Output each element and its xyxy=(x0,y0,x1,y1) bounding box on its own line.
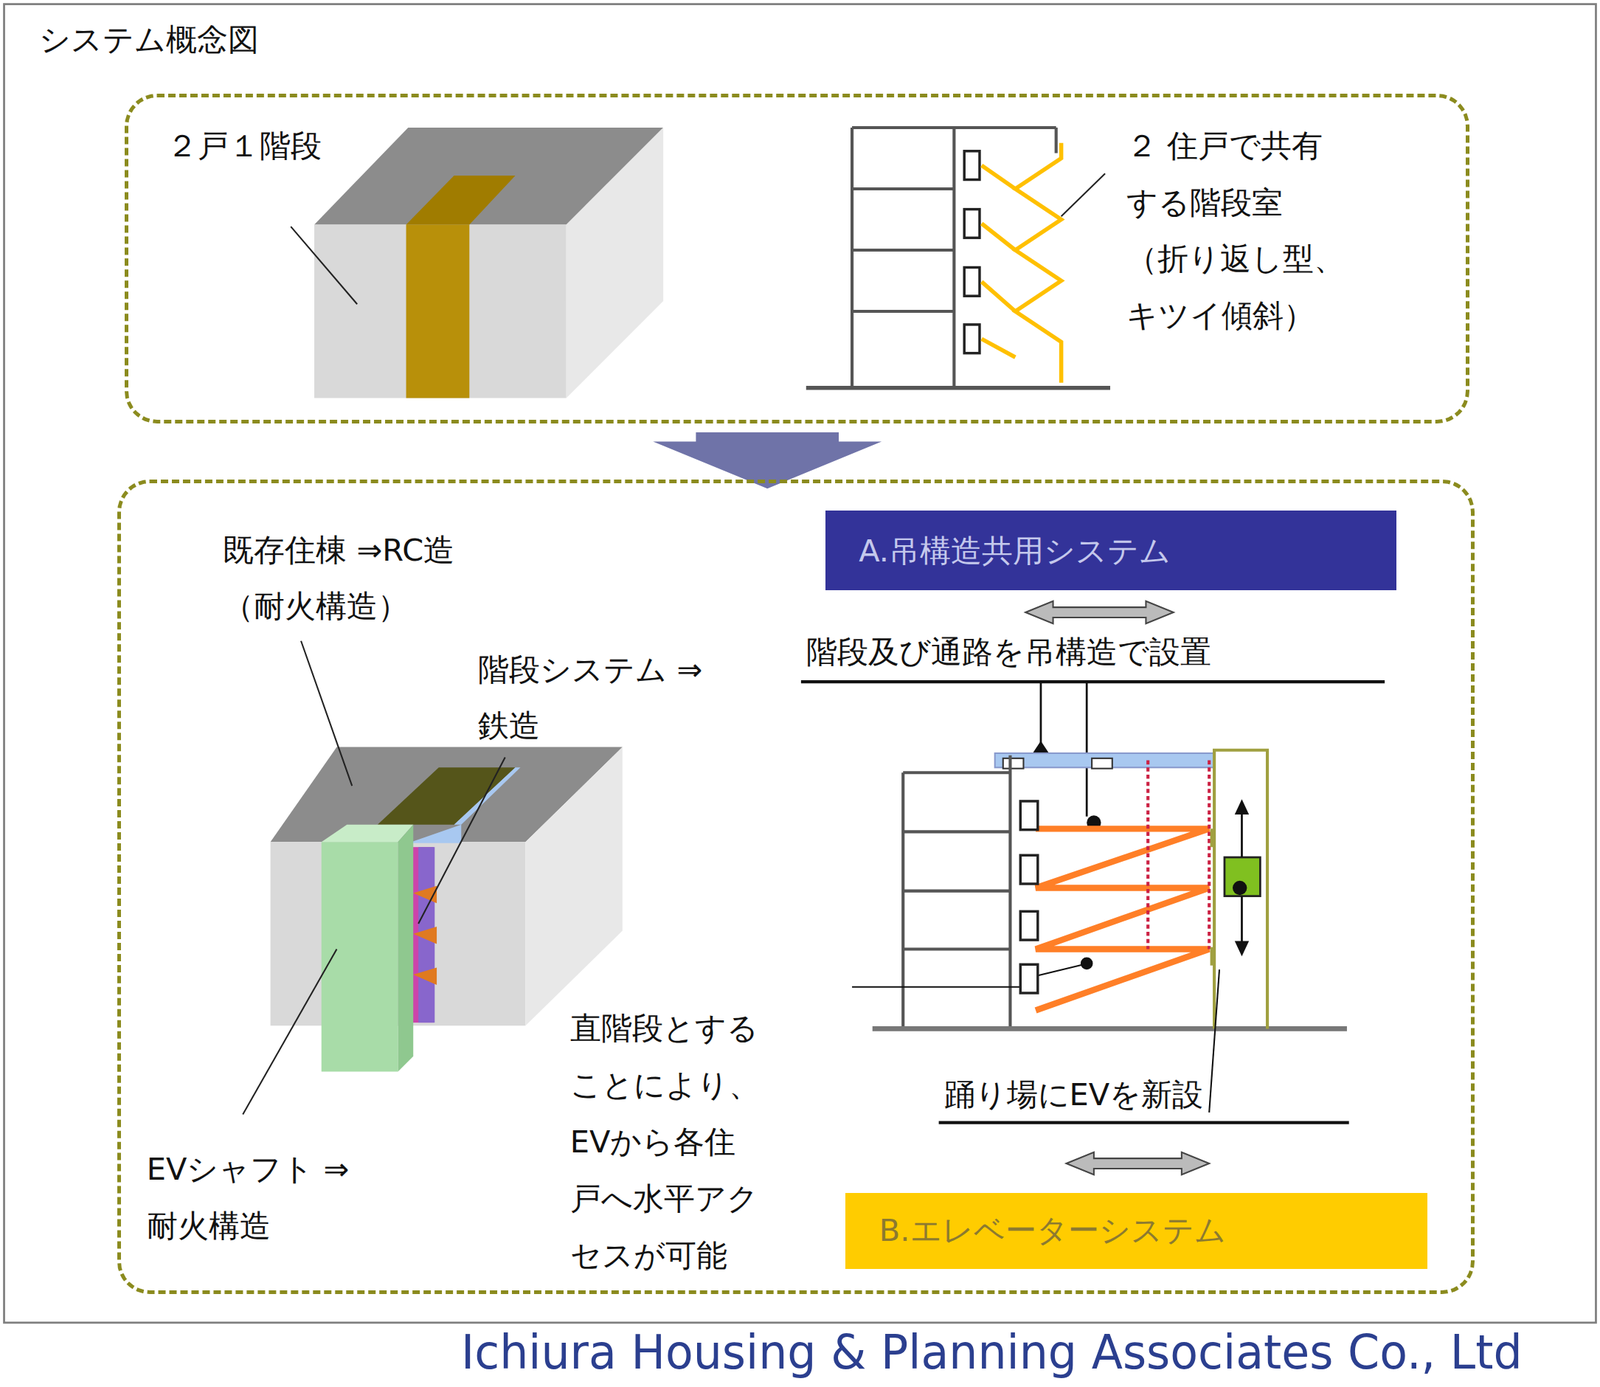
ev-car xyxy=(1224,857,1260,897)
folded-stair xyxy=(981,143,1062,383)
ev-shaft xyxy=(1214,750,1268,1030)
leader-line xyxy=(290,226,358,304)
ev-shaft-door xyxy=(1210,828,1216,847)
block-before xyxy=(314,127,664,399)
leader-line xyxy=(1209,969,1220,1113)
double-arrow xyxy=(1025,601,1174,624)
hanger-anchor xyxy=(1080,957,1094,971)
hanger-rod xyxy=(1147,760,1210,950)
outer-frame xyxy=(4,4,1597,1323)
note-text: EVシャフト ⇒耐火構造 xyxy=(146,1141,392,1255)
walkway-joint xyxy=(1003,758,1024,769)
underlined-note: 踊り場にEVを新設 xyxy=(944,1073,1204,1117)
doors xyxy=(1020,801,1038,993)
walkway-joint xyxy=(1091,758,1113,769)
leader-line xyxy=(852,986,1021,988)
elevation-after xyxy=(872,755,1347,1030)
underline xyxy=(939,1121,1350,1125)
underlined-note: 階段及び通路を吊構造で設置 xyxy=(806,630,1212,674)
title-band: A.吊構造共用システム xyxy=(825,510,1398,591)
dashed-panel: 既存住棟 ⇒RC造（耐火構造）階段システム ⇒鉄造 EVシャフト ⇒耐火構造 直階段… xyxy=(117,479,1475,1294)
company-name: Ichiura Housing & Planning Associates Co… xyxy=(461,1322,1523,1382)
band-title: B.エレベーターシステム xyxy=(879,1211,1227,1249)
hanger xyxy=(1040,681,1087,817)
diagram-title: システム概念図 xyxy=(39,18,259,62)
note-text: ２ 住戸で共有 する階段室 （折り返し型、 キツイ傾斜） xyxy=(1126,118,1372,345)
elevation-before xyxy=(806,127,1111,389)
leader-line xyxy=(1061,173,1106,217)
ev-arrow xyxy=(1234,798,1249,815)
ev-arrow xyxy=(1234,940,1249,957)
note-text: 既存住棟 ⇒RC造（耐火構造） xyxy=(222,522,560,636)
leader-line xyxy=(418,756,506,923)
dashed-panel: ２戸１階段 ２ 住戸で共有 する階段室 （折り返し型、 キツイ傾斜） xyxy=(124,93,1470,424)
ev-car xyxy=(1232,880,1247,895)
hanger-anchor xyxy=(1032,740,1049,754)
ev-arrow xyxy=(1240,811,1243,858)
underline xyxy=(801,680,1385,684)
straight-stair xyxy=(1035,828,1210,1010)
band-title: A.吊構造共用システム xyxy=(858,532,1171,570)
leader-line xyxy=(242,949,337,1115)
ev-arrow xyxy=(1240,896,1243,945)
door-symbol xyxy=(964,151,980,354)
double-arrow xyxy=(1066,1152,1210,1175)
note-text: ２戸１階段 xyxy=(166,118,322,175)
note-text: 直階段とする ことにより、 EVから各住 戸へ水平アク セスが可能 xyxy=(570,1000,810,1284)
leader-line xyxy=(300,641,352,786)
title-band: B.エレベーターシステム xyxy=(845,1192,1427,1270)
ev-shaft-door xyxy=(1210,947,1216,966)
note-text: 階段システム ⇒鉄造 xyxy=(478,641,713,756)
block-after xyxy=(270,747,623,1072)
